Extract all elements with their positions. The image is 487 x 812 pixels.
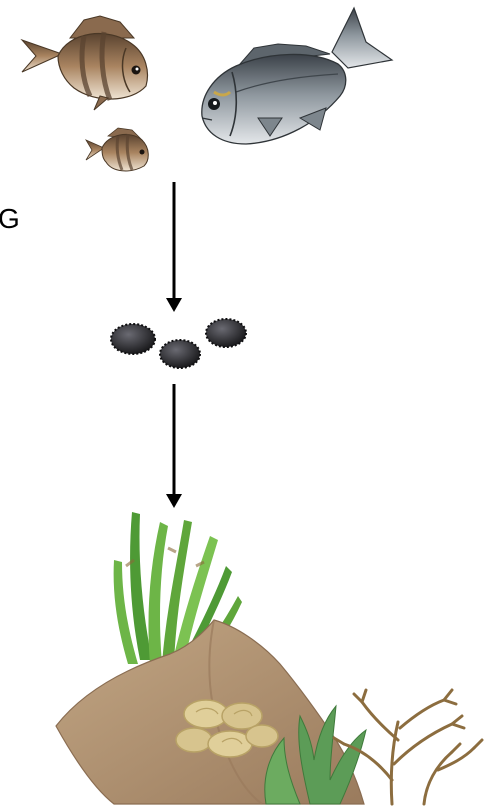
edge-label: G xyxy=(0,205,20,233)
fish-icon-seabream-right xyxy=(202,8,392,144)
arrow-urchins-to-algae xyxy=(166,384,182,508)
arrow-fish-to-urchins xyxy=(166,182,182,312)
fish-icon-bream-left xyxy=(22,16,147,110)
sea-urchin-icon-middle xyxy=(160,340,200,368)
sea-urchin-icon-right xyxy=(206,319,246,347)
sea-urchin-icon-left xyxy=(111,324,155,354)
fish-icon-bream-small xyxy=(86,128,148,171)
